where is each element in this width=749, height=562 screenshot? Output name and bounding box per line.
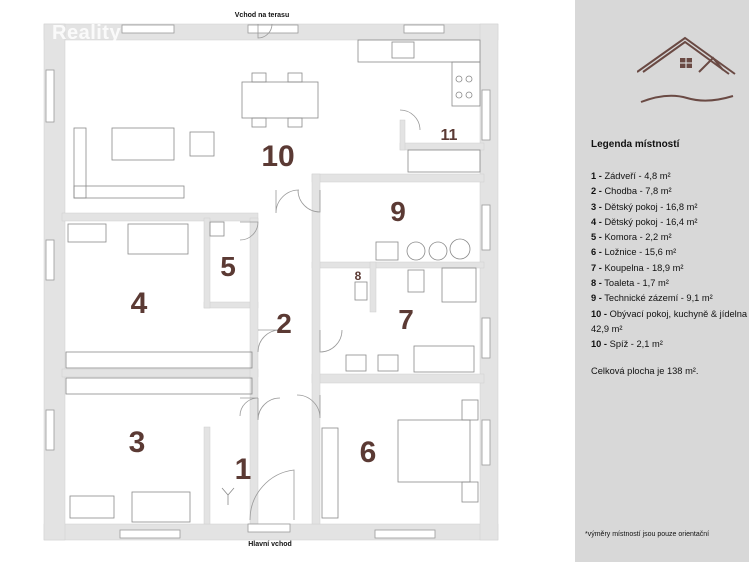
- room-number-6: 6: [359, 436, 377, 469]
- watermark: Reality: [52, 22, 122, 44]
- legend-item-text: Spíž - 2,1 m²: [607, 339, 663, 350]
- room-number-3: 3: [128, 426, 146, 459]
- legend-item: 1 - Zádveří - 4,8 m²: [591, 169, 749, 184]
- room-number-5: 5: [220, 251, 236, 282]
- room-number-11: 11: [440, 127, 458, 144]
- legend-item: 5 - Komora - 2,2 m²: [591, 230, 749, 245]
- legend-item-number: 4 -: [591, 216, 602, 227]
- legend-item-text: Technické zázemí - 9,1 m²: [601, 293, 713, 304]
- legend-item-text: Dětský pokoj - 16,8 m²: [601, 201, 698, 212]
- legend-item: 10 - Obývací pokoj, kuchyně & jídelna - …: [591, 307, 749, 338]
- floor-plan-drawing: [43, 23, 499, 541]
- legend-item: 2 - Chodba - 7,8 m²: [591, 184, 749, 199]
- legend-item-text: Toaleta - 1,7 m²: [601, 278, 669, 289]
- room-number-9: 9: [390, 196, 406, 227]
- legend-item: 7 - Koupelna - 18,9 m²: [591, 261, 749, 276]
- legend-item-number: 8 -: [591, 278, 602, 289]
- legend-item-text: Chodba - 7,8 m²: [601, 186, 672, 197]
- legend-item-number: 9 -: [591, 293, 602, 304]
- terrace-entrance-label: Vchod na terasu: [234, 12, 290, 19]
- legend-item-number: 10 -: [591, 339, 608, 350]
- legend-title: Legenda místností: [591, 139, 680, 150]
- legend-item-text: Koupelna - 18,9 m²: [601, 262, 684, 273]
- room-number-2: 2: [276, 308, 292, 339]
- legend-item: 10 - Spíž - 2,1 m²: [591, 337, 749, 352]
- legend-item: 9 - Technické zázemí - 9,1 m²: [591, 291, 749, 306]
- house-logo-icon: [637, 36, 736, 103]
- main-entrance-label: Hlavní vchod: [248, 541, 292, 548]
- legend-item-number: 10 -: [591, 308, 608, 319]
- legend-item: 3 - Dětský pokoj - 16,8 m²: [591, 200, 749, 215]
- legend-item: 8 - Toaleta - 1,7 m²: [591, 276, 749, 291]
- legend-item-number: 2 -: [591, 186, 602, 197]
- room-number-8: 8: [354, 269, 362, 283]
- room-number-1: 1: [234, 453, 252, 486]
- legend-item-number: 6 -: [591, 247, 602, 258]
- total-area: Celková plocha je 138 m².: [591, 366, 699, 376]
- legend-item: 6 - Ložnice - 15,6 m²: [591, 245, 749, 260]
- legend-item-number: 5 -: [591, 232, 602, 243]
- legend-item-number: 3 -: [591, 201, 602, 212]
- footnote: *výměry místností jsou pouze orientační: [585, 531, 710, 538]
- legend-item-text: Dětský pokoj - 16,4 m²: [601, 216, 698, 227]
- legend-item-text: Zádveří - 4,8 m²: [601, 171, 671, 181]
- legend-item-number: 1 -: [591, 171, 602, 181]
- legend-item-text: Obývací pokoj, kuchyně & jídelna - 42,9 …: [591, 308, 749, 334]
- room-number-10: 10: [261, 140, 295, 173]
- legend-item: 4 - Dětský pokoj - 16,4 m²: [591, 215, 749, 230]
- legend-item-text: Ložnice - 15,6 m²: [601, 247, 677, 258]
- legend-item-number: 7 -: [591, 262, 602, 273]
- room-number-4: 4: [130, 287, 148, 320]
- room-number-7: 7: [398, 304, 414, 335]
- floor-plan: Reality Vchod na terasu Hlavní vchod 1 2…: [43, 12, 499, 548]
- legend-item-text: Komora - 2,2 m²: [601, 232, 672, 243]
